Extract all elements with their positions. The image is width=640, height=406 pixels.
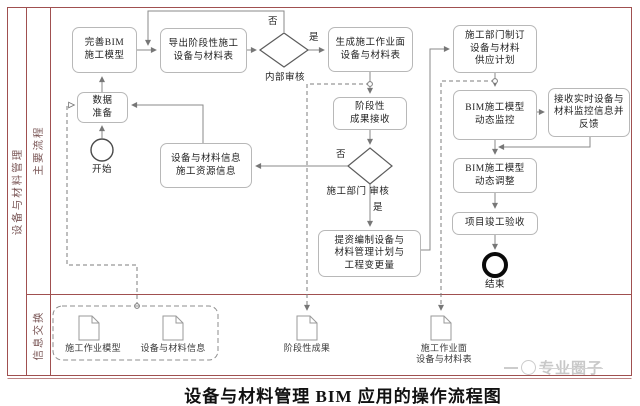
- label-dept-no: 否: [335, 150, 346, 160]
- document-icon-work-model: [78, 315, 100, 341]
- lane-main-process-label: 主要流程: [33, 125, 45, 176]
- connector-plan-to-supply: [421, 46, 450, 251]
- start-circle: [90, 138, 114, 162]
- end-circle: [482, 252, 508, 278]
- lane-category-label: 设备与材料管理: [12, 147, 23, 236]
- dashed-generate-to-phase-doc: [304, 83, 370, 311]
- node-perfect-bim-model: 完善BIM 施工模型: [72, 27, 137, 73]
- watermark-logo-icon: [521, 360, 536, 375]
- label-dept-yes: 是: [372, 203, 383, 213]
- connector-no-feedback-top: [145, 10, 285, 46]
- lane-main-process: 主要流程: [26, 7, 50, 294]
- node-supply-plan: 施工部门制订 设备与材料 供应计划: [453, 25, 537, 73]
- label-internal-review: 内部审核: [264, 73, 305, 83]
- connector-receive-return: [498, 137, 591, 150]
- label-dept-review: 施工部门 审核: [326, 187, 390, 197]
- decision-dept-review: [347, 147, 393, 185]
- junction-dot: [367, 81, 373, 87]
- lane-info-exchange-label: 信息交换: [33, 310, 45, 360]
- label-internal-yes: 是: [308, 33, 319, 43]
- swimlane-grid: [6, 6, 633, 379]
- dashed-exchange-to-data: [66, 101, 138, 306]
- doc-label-workface-table: 施工作业面 设备与材料表: [416, 343, 472, 365]
- node-completion-acceptance: 项目竣工验收: [452, 212, 538, 235]
- connector-info-to-data: [131, 102, 204, 143]
- decision-internal-review: [258, 32, 310, 68]
- page-title: 设备与材料管理 BIM 应用的操作流程图: [184, 387, 502, 406]
- node-export-stage-table: 导出阶段性施工 设备与材料表: [160, 28, 247, 73]
- watermark-text: 专业圈子: [539, 360, 604, 377]
- dashed-connectors: [66, 80, 495, 311]
- dashed-supply-to-workface-doc: [438, 80, 495, 311]
- node-data-prep: 数据 准备: [77, 92, 128, 123]
- node-submit-management-plan: 提资编制设备与 材料管理计划与 工程变更量: [318, 230, 421, 277]
- junction-dots: [134, 78, 498, 309]
- document-icon-workface-table: [430, 315, 452, 341]
- document-icons: [78, 315, 452, 341]
- lane-info-exchange: 信息交换: [26, 294, 50, 376]
- label-end: 结束: [484, 280, 505, 290]
- node-accept-stage-results: 阶段性 成果接收: [333, 97, 407, 130]
- junction-dot: [492, 78, 498, 84]
- watermark: 专业圈子: [504, 357, 603, 378]
- document-icon-equip-info: [162, 315, 184, 341]
- document-icon-phase-results: [296, 315, 318, 341]
- label-start: 开始: [91, 165, 112, 175]
- watermark-dash: [504, 366, 518, 369]
- node-equip-material-info: 设备与材料信息 施工资源信息: [160, 143, 252, 188]
- exchange-container: [52, 305, 219, 361]
- lane-category: 设备与材料管理: [7, 7, 26, 376]
- doc-label-work-model: 施工作业模型: [65, 343, 121, 353]
- node-generate-workface-table: 生成施工作业面 设备与材料表: [328, 27, 413, 72]
- node-dynamic-adjust: BIM施工模型 动态调整: [453, 158, 537, 193]
- doc-label-equip-info: 设备与材料信息: [140, 343, 206, 353]
- node-dynamic-monitor: BIM施工模型 动态监控: [453, 90, 537, 140]
- label-internal-no: 否: [267, 17, 278, 27]
- solid-connectors: [99, 10, 591, 251]
- node-receive-feedback: 接收实时设备与 材料监控信息并 反馈: [548, 88, 630, 137]
- doc-label-phase-results: 阶段性成果: [283, 343, 331, 353]
